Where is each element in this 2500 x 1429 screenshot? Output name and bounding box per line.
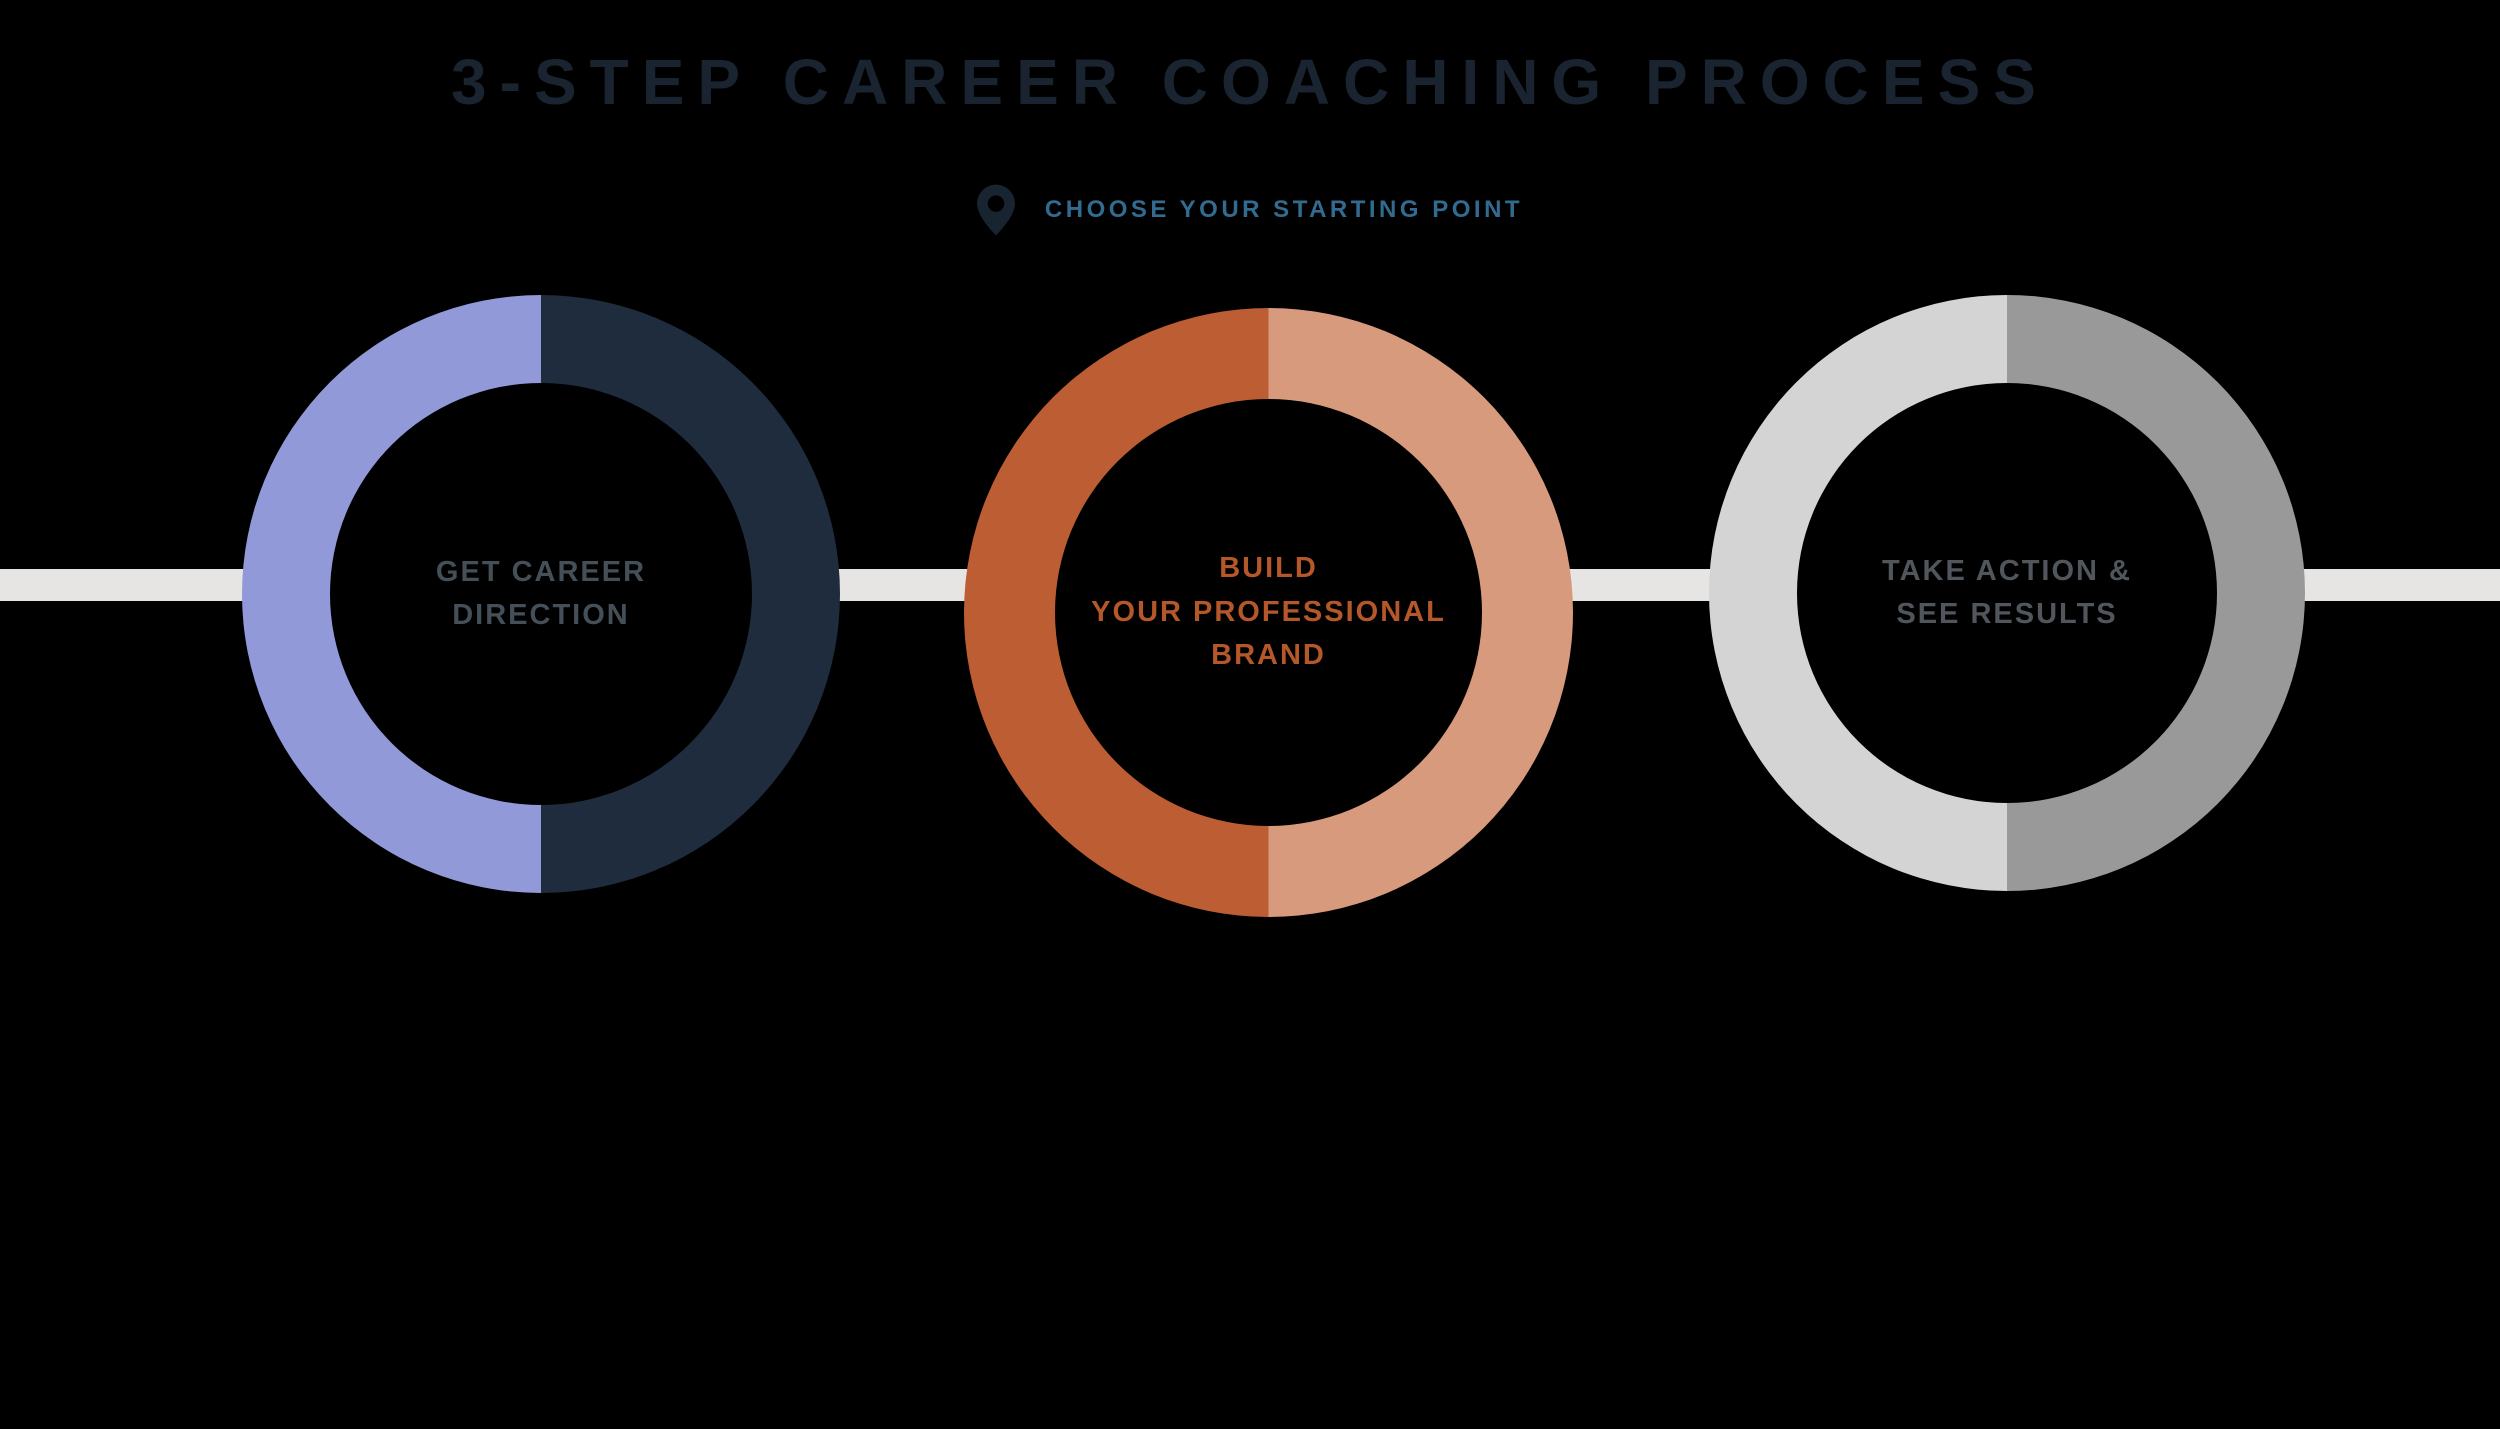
step-2-label: BUILD YOUR PROFESSIONAL BRAND [1091, 552, 1446, 672]
starting-point-label: CHOOSE YOUR STARTING POINT [1044, 196, 1524, 223]
step-1-label: GET CAREER DIRECTION [435, 555, 647, 632]
step-3-circle-center: TAKE ACTION & SEE RESULTS [1797, 383, 2217, 803]
starting-point-row: CHOOSE YOUR STARTING POINT [0, 183, 2500, 237]
step-2-circle: BUILD YOUR PROFESSIONAL BRAND [964, 308, 1573, 917]
step-1-circle: GET CAREER DIRECTION [242, 295, 840, 893]
page-title: 3-STEP CAREER COACHING PROCESS [451, 46, 2049, 118]
step-1-circle-center: GET CAREER DIRECTION [330, 383, 752, 805]
step-3-label: TAKE ACTION & SEE RESULTS [1882, 554, 2132, 631]
step-2-circle-center: BUILD YOUR PROFESSIONAL BRAND [1055, 399, 1482, 826]
step-3-circle: TAKE ACTION & SEE RESULTS [1709, 295, 2305, 891]
map-pin-icon [976, 183, 1015, 237]
